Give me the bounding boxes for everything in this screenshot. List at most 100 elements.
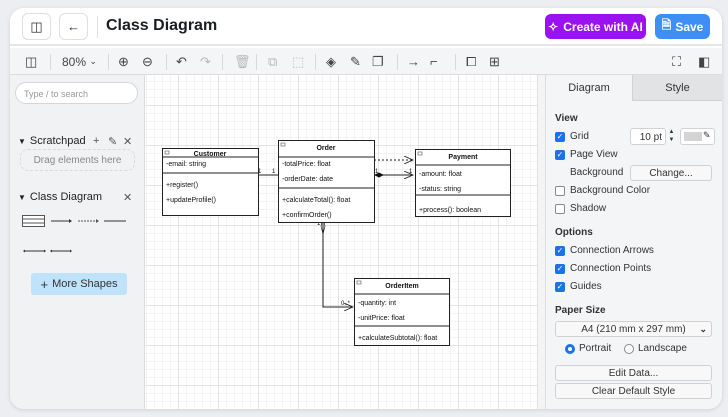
checkbox-unchecked-icon <box>555 185 565 196</box>
header: ◫ ← Class Diagram ✧Create with AI 🗎Save <box>10 8 722 46</box>
zoom-dropdown[interactable]: 80% ⌄ <box>62 53 97 70</box>
to-front-icon[interactable]: ⧉ <box>268 53 278 69</box>
checkbox-checked-icon: ✓ <box>555 263 565 274</box>
aggregation-diamond-icon <box>320 217 326 235</box>
checkbox-checked-icon: ✓ <box>555 245 565 256</box>
tab-diagram[interactable]: Diagram <box>546 75 632 101</box>
eyedropper-icon: ✎ <box>703 130 711 140</box>
save-button[interactable]: 🗎Save <box>655 14 710 39</box>
edit-icon[interactable]: ✎ <box>108 136 118 148</box>
connection-arrows-label: Connection Arrows <box>570 245 654 256</box>
shadow-checkbox[interactable]: Shadow <box>555 203 606 214</box>
diagram-canvas[interactable]: 1 1 1 1 1 0..* Customer -email: string +… <box>145 75 537 409</box>
class-method: +calculateTotal(): float <box>282 197 350 204</box>
add-icon[interactable]: + <box>93 135 100 147</box>
class-shape[interactable] <box>22 215 45 227</box>
delete-icon[interactable]: 🗑 <box>234 53 251 69</box>
toggle-sidebar-button[interactable]: ◫ <box>22 13 51 40</box>
portrait-radio[interactable]: Portrait <box>565 343 611 354</box>
page-title: Class Diagram <box>106 17 218 34</box>
class-name: Customer <box>194 151 227 158</box>
format-panel-icon[interactable]: ◫ <box>25 53 38 69</box>
divider <box>97 16 98 38</box>
connection-icon[interactable]: → <box>407 54 420 69</box>
caret-down-icon: ▼ <box>18 136 26 146</box>
insert-shape-icon[interactable]: ⧠ <box>466 53 477 69</box>
line-color-icon[interactable]: ✎ <box>350 53 361 69</box>
close-icon[interactable]: ✕ <box>123 136 133 148</box>
create-with-ai-button[interactable]: ✧Create with AI <box>545 14 646 39</box>
options-heading: Options <box>555 227 593 238</box>
grid-checkbox[interactable]: ✓Grid <box>555 131 589 142</box>
background-label: Background <box>570 167 624 178</box>
toggle-format-panel-icon[interactable]: ◧ <box>698 53 711 69</box>
save-icon: 🗎 <box>661 18 672 32</box>
connection-arrows-checkbox[interactable]: ✓ Connection Arrows <box>555 245 654 256</box>
class-attribute: -amount: float <box>419 171 462 178</box>
zoom-in-icon[interactable]: ⊕ <box>118 53 129 69</box>
to-back-icon[interactable]: ⬚ <box>292 53 305 69</box>
collapse-icon[interactable] <box>280 142 286 147</box>
class-method: +register() <box>166 182 198 189</box>
change-background-button[interactable]: Change... <box>630 165 712 181</box>
edit-data-button[interactable]: Edit Data... <box>555 365 712 381</box>
page-view-checkbox[interactable]: ✓Page View <box>555 149 618 160</box>
class-method: +updateProfile() <box>166 197 216 204</box>
collapse-icon[interactable] <box>417 151 423 156</box>
collapse-icon[interactable] <box>356 280 362 285</box>
association-shape[interactable] <box>51 219 72 223</box>
fullscreen-icon[interactable]: ⛶ <box>672 53 682 69</box>
checkbox-checked-icon: ✓ <box>555 281 565 292</box>
class-name: OrderItem <box>385 283 418 290</box>
collapse-icon[interactable] <box>164 150 170 155</box>
grid-label: Grid <box>570 131 589 142</box>
landscape-radio[interactable]: Landscape <box>624 343 687 354</box>
class-method: +confirmOrder() <box>282 212 332 219</box>
multiplicity-label: 1 <box>258 169 262 175</box>
vertical-scrollbar[interactable] <box>537 75 545 409</box>
class-customer[interactable]: Customer -email: string +register() +upd… <box>162 148 259 216</box>
sparkle-icon: ✧ <box>548 19 559 34</box>
diagram[interactable]: 1 1 1 1 1 0..* Customer -email: string +… <box>145 75 537 409</box>
grid-size-input[interactable]: 10 pt <box>630 128 666 145</box>
clear-default-style-button[interactable]: Clear Default Style <box>555 383 712 399</box>
format-panel: Diagram Style View ✓Grid 10 pt ▲▼ ✎ ✓Pag… <box>545 75 722 409</box>
page-view-label: Page View <box>570 149 618 160</box>
scratchpad-label: Scratchpad <box>29 135 86 147</box>
close-icon[interactable]: ✕ <box>123 192 133 204</box>
fill-color-icon[interactable]: ◈ <box>326 53 336 69</box>
order-orderitem-aggregation[interactable] <box>322 218 353 307</box>
class-diagram-header[interactable]: ▼Class Diagram <box>18 191 102 203</box>
toolbar: ◫ 80% ⌄ ⊕ ⊖ ↶ ↷ 🗑 ⧉ ⬚ ◈ ✎ ❐ → ⌐ ⧠ ⊞ ⛶ ◧ <box>10 48 722 75</box>
class-method: +process(): boolean <box>419 207 481 214</box>
grid-size-stepper[interactable]: ▲▼ <box>668 129 675 143</box>
app-window: ◫ ← Class Diagram ✧Create with AI 🗎Save … <box>10 8 722 409</box>
bidirectional-shape-2[interactable] <box>50 249 72 253</box>
undo-icon[interactable]: ↶ <box>176 53 187 69</box>
waypoints-icon[interactable]: ⌐ <box>430 54 438 69</box>
shadow-icon[interactable]: ❐ <box>372 53 384 69</box>
chevron-down-icon: ⌄ <box>89 56 97 66</box>
background-color-checkbox[interactable]: Background Color <box>555 185 650 196</box>
table-icon[interactable]: ⊞ <box>489 53 500 69</box>
tab-style[interactable]: Style <box>632 75 722 101</box>
redo-icon[interactable]: ↷ <box>200 53 211 69</box>
shape-palette <box>22 215 126 253</box>
class-payment[interactable]: Payment -amount: float -status: string +… <box>415 149 511 217</box>
class-orderitem[interactable]: OrderItem -quantity: int -unitPrice: flo… <box>354 278 450 346</box>
guides-checkbox[interactable]: ✓Guides <box>555 281 602 292</box>
zoom-out-icon[interactable]: ⊖ <box>142 53 153 69</box>
paper-size-select[interactable]: A4 (210 mm x 297 mm)⌄ <box>555 321 712 337</box>
back-button[interactable]: ← <box>59 13 88 40</box>
more-shapes-button[interactable]: +More Shapes <box>31 273 127 295</box>
class-order[interactable]: Order -totalPrice: float -orderDate: dat… <box>278 140 375 223</box>
grid-color-picker[interactable]: ✎ <box>680 128 715 145</box>
more-shapes-label: More Shapes <box>52 278 118 290</box>
background-color-label: Background Color <box>570 185 651 196</box>
scratchpad-dropzone: Drag elements here <box>20 149 135 171</box>
dependency-shape[interactable] <box>78 219 99 223</box>
connection-points-checkbox[interactable]: ✓Connection Points <box>555 263 651 274</box>
shape-search-input[interactable]: Type / to search <box>15 82 138 104</box>
scratchpad-header[interactable]: ▼Scratchpad <box>18 135 86 147</box>
bidirectional-shape[interactable] <box>23 249 46 253</box>
